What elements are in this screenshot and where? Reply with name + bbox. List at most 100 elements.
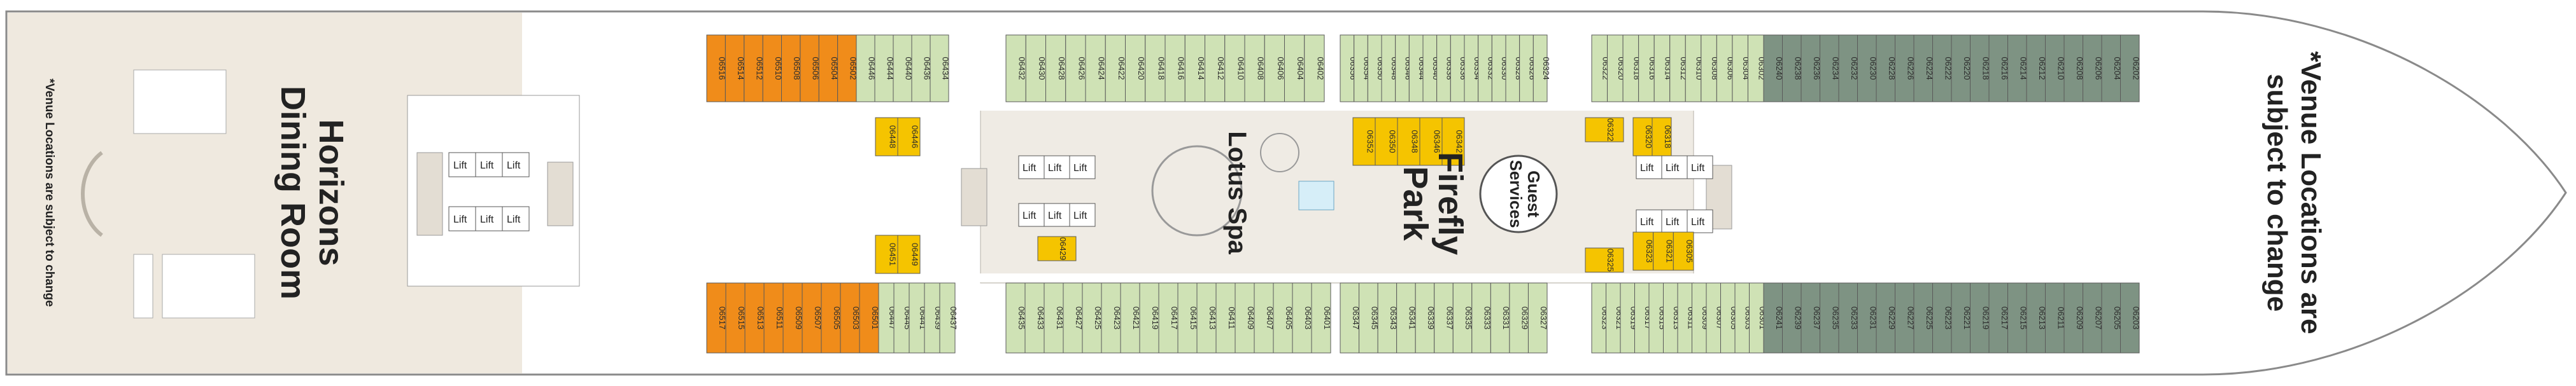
- cabin-box[interactable]: [2026, 282, 2046, 354]
- cabin-box[interactable]: [1396, 282, 1416, 354]
- cabin[interactable]: 06327: [1527, 282, 1548, 354]
- cabin[interactable]: 06218: [1970, 34, 1991, 102]
- cabin[interactable]: 06514: [725, 34, 746, 102]
- cabin[interactable]: 06215: [2007, 282, 2028, 354]
- cabin[interactable]: 06338: [1436, 34, 1455, 102]
- cabin[interactable]: 06503: [840, 282, 861, 354]
- cabin-box[interactable]: [2120, 34, 2140, 102]
- cabin-box[interactable]: [1838, 282, 1858, 354]
- cabin-box[interactable]: [2063, 34, 2083, 102]
- cabin-box[interactable]: [2007, 282, 2027, 354]
- cabin[interactable]: 06418: [1145, 34, 1166, 102]
- cabin[interactable]: 06439: [924, 282, 943, 354]
- cabin[interactable]: 06221: [1951, 282, 1972, 354]
- cabin-box[interactable]: [856, 34, 875, 102]
- cabin[interactable]: 06223: [1932, 282, 1953, 354]
- cabin-box[interactable]: [1375, 117, 1398, 166]
- cabin[interactable]: 06446: [856, 34, 877, 102]
- cabin-box[interactable]: [1970, 282, 1990, 354]
- cabin-box[interactable]: [1701, 34, 1717, 102]
- cabin-box[interactable]: [1045, 34, 1066, 102]
- cabin[interactable]: 06227: [1895, 282, 1916, 354]
- cabin[interactable]: 06413: [1196, 282, 1217, 354]
- cabin[interactable]: 06415: [1177, 282, 1198, 354]
- cabin-box[interactable]: [1895, 34, 1914, 102]
- cabin-box[interactable]: [1065, 34, 1086, 102]
- cabin[interactable]: 06205: [2101, 282, 2122, 354]
- cabin-box[interactable]: [1932, 282, 1952, 354]
- cabin-box[interactable]: [821, 282, 841, 354]
- cabin[interactable]: 06238: [1782, 34, 1803, 102]
- cabin[interactable]: 06331: [1490, 282, 1511, 354]
- cabin-box[interactable]: [762, 34, 782, 102]
- cabin[interactable]: 06440: [893, 34, 914, 102]
- cabin-box[interactable]: [744, 34, 763, 102]
- cabin[interactable]: 06230: [1857, 34, 1878, 102]
- cabin[interactable]: 06224: [1913, 34, 1934, 102]
- cabin[interactable]: 06339: [1415, 282, 1436, 354]
- cabin-box[interactable]: [1145, 34, 1166, 102]
- cabin[interactable]: 06208: [2063, 34, 2084, 102]
- cabin[interactable]: 06420: [1125, 34, 1147, 102]
- cabin-box[interactable]: [1105, 34, 1126, 102]
- cabin-box[interactable]: [2101, 282, 2121, 354]
- cabin-box[interactable]: [1177, 282, 1198, 354]
- cabin-box[interactable]: [840, 282, 860, 354]
- cabin-box[interactable]: [1158, 282, 1178, 354]
- cabin[interactable]: 06506: [800, 34, 821, 102]
- cabin[interactable]: 06421: [1120, 282, 1141, 354]
- cabin-box[interactable]: [706, 34, 726, 102]
- cabin[interactable]: 06405: [1273, 282, 1294, 354]
- cabin-box[interactable]: [1585, 247, 1624, 273]
- cabin-box[interactable]: [706, 282, 726, 354]
- cabin[interactable]: 06517: [706, 282, 727, 354]
- cabin-box[interactable]: [1913, 282, 1933, 354]
- cabin[interactable]: 06406: [1264, 34, 1285, 102]
- cabin-box[interactable]: [1264, 34, 1285, 102]
- cabin[interactable]: 06423: [1101, 282, 1122, 354]
- cabin[interactable]: 06206: [2083, 34, 2104, 102]
- cabin-box[interactable]: [725, 34, 745, 102]
- cabin-box[interactable]: [1024, 282, 1045, 354]
- cabin-box[interactable]: [897, 117, 921, 156]
- cabin[interactable]: 06333: [1471, 282, 1492, 354]
- cabin[interactable]: 06216: [1988, 34, 2009, 102]
- cabin-box[interactable]: [1932, 34, 1952, 102]
- cabin[interactable]: 06324: [1532, 34, 1551, 102]
- cabin-box[interactable]: [2120, 282, 2140, 354]
- cabin-box[interactable]: [1164, 34, 1185, 102]
- cabin-box[interactable]: [1876, 282, 1895, 354]
- cabin-box[interactable]: [1970, 34, 1990, 102]
- cabin-box[interactable]: [1085, 34, 1106, 102]
- cabin[interactable]: 06352: [1352, 117, 1376, 166]
- cabin[interactable]: 06448: [875, 117, 898, 156]
- cabin-box[interactable]: [1292, 282, 1312, 354]
- cabin[interactable]: 06322: [1585, 117, 1624, 142]
- cabin-box[interactable]: [781, 34, 801, 102]
- cabin[interactable]: 06436: [911, 34, 932, 102]
- cabin-box[interactable]: [1377, 282, 1398, 354]
- cabin-box[interactable]: [878, 282, 895, 354]
- cabin[interactable]: 06407: [1254, 282, 1275, 354]
- cabin-box[interactable]: [1782, 282, 1802, 354]
- cabin[interactable]: 06428: [1045, 34, 1067, 102]
- cabin[interactable]: 06427: [1063, 282, 1084, 354]
- cabin[interactable]: 06513: [744, 282, 765, 354]
- cabin-box[interactable]: [744, 282, 765, 354]
- cabin-box[interactable]: [1397, 117, 1420, 166]
- cabin-box[interactable]: [1782, 34, 1802, 102]
- cabin-box[interactable]: [1895, 282, 1914, 354]
- cabin-box[interactable]: [1205, 34, 1226, 102]
- cabin-box[interactable]: [939, 282, 956, 354]
- cabin[interactable]: 06446: [897, 117, 921, 156]
- cabin-box[interactable]: [1951, 282, 1971, 354]
- cabin[interactable]: 06323: [1632, 231, 1654, 271]
- cabin-box[interactable]: [1509, 282, 1529, 354]
- cabin-box[interactable]: [2045, 282, 2065, 354]
- cabin-box[interactable]: [1532, 34, 1548, 102]
- cabin[interactable]: 06434: [930, 34, 951, 102]
- cabin[interactable]: 06504: [818, 34, 839, 102]
- cabin-box[interactable]: [1452, 282, 1473, 354]
- cabin-box[interactable]: [1215, 282, 1236, 354]
- cabin-box[interactable]: [2101, 34, 2121, 102]
